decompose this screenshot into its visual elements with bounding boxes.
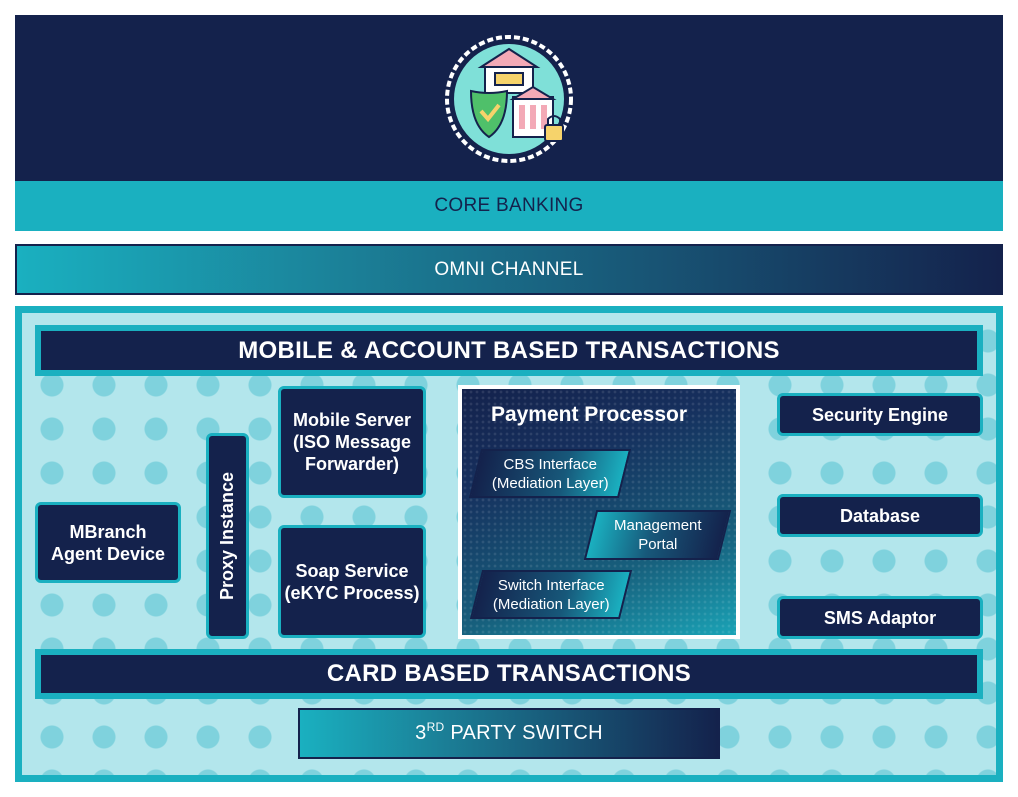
core-banking-bar: CORE BANKING bbox=[15, 181, 1003, 231]
cbs-interface-box: CBS Interface (Mediation Layer) bbox=[468, 449, 632, 498]
banking-security-icon bbox=[445, 35, 573, 163]
mobile-account-label: MOBILE & ACCOUNT BASED TRANSACTIONS bbox=[238, 336, 780, 364]
management-portal-label: Management Portal bbox=[613, 517, 702, 553]
third-party-prefix: 3 bbox=[415, 722, 427, 744]
proxy-instance-label: Proxy Instance bbox=[217, 471, 238, 601]
soap-service-label: Soap Service (eKYC Process) bbox=[284, 560, 420, 603]
proxy-instance-box: Proxy Instance bbox=[206, 433, 249, 639]
mobile-account-band: MOBILE & ACCOUNT BASED TRANSACTIONS bbox=[35, 325, 983, 376]
payment-processor-title: Payment Processor bbox=[490, 403, 688, 426]
core-banking-label: CORE BANKING bbox=[434, 195, 584, 216]
third-party-superscript: RD bbox=[426, 719, 445, 734]
database-label: Database bbox=[839, 505, 921, 526]
mobile-server-box: Mobile Server (ISO Message Forwarder) bbox=[278, 386, 426, 498]
sms-adaptor-label: SMS Adaptor bbox=[823, 607, 937, 628]
management-portal-box: Management Portal bbox=[583, 510, 732, 560]
mobile-server-label: Mobile Server (ISO Message Forwarder) bbox=[292, 410, 412, 474]
omni-channel-bar: OMNI CHANNEL bbox=[15, 244, 1003, 295]
mbranch-label: MBranch Agent Device bbox=[50, 521, 166, 564]
database-box: Database bbox=[777, 494, 983, 537]
switch-interface-label: Switch Interface (Mediation Layer) bbox=[492, 576, 610, 613]
security-engine-label: Security Engine bbox=[811, 404, 949, 425]
soap-service-box: Soap Service (eKYC Process) bbox=[278, 525, 426, 638]
sms-adaptor-box: SMS Adaptor bbox=[777, 596, 983, 639]
security-engine-box: Security Engine bbox=[777, 393, 983, 436]
card-based-label: CARD BASED TRANSACTIONS bbox=[326, 660, 692, 687]
omni-channel-label: OMNI CHANNEL bbox=[434, 258, 584, 280]
third-party-suffix: PARTY SWITCH bbox=[444, 722, 603, 744]
mbranch-agent-device-box: MBranch Agent Device bbox=[35, 502, 181, 583]
card-based-band: CARD BASED TRANSACTIONS bbox=[35, 649, 983, 699]
cbs-interface-label: CBS Interface (Mediation Layer) bbox=[491, 455, 609, 492]
switch-interface-box: Switch Interface (Mediation Layer) bbox=[469, 570, 633, 619]
